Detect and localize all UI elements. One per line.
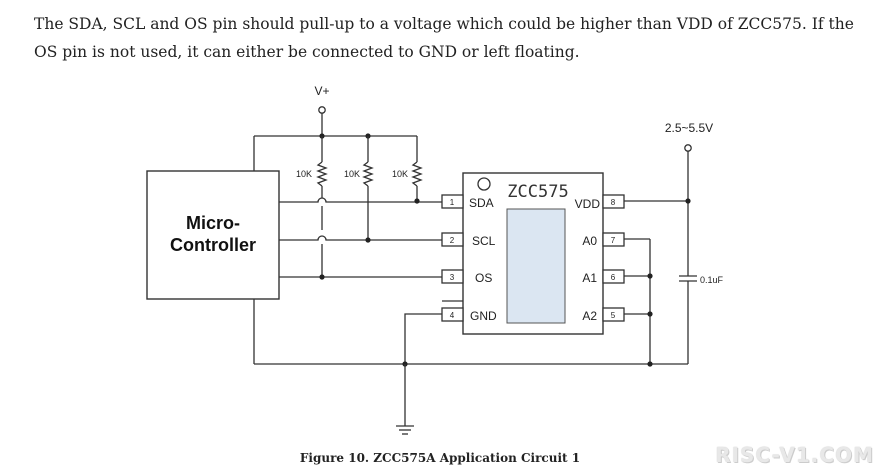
pin-scl: 2 SCL (441, 232, 496, 248)
pin-sda: 1 SDA (441, 194, 494, 210)
svg-text:A1: A1 (582, 271, 597, 285)
microcontroller-label-line1: Micro- (186, 213, 240, 233)
pin-gnd: 4 GND (441, 307, 497, 323)
svg-text:GND: GND (470, 309, 497, 323)
pin-a0: 7 A0 (582, 232, 625, 248)
svg-text:SCL: SCL (472, 234, 496, 248)
microcontroller-block (146, 170, 280, 300)
pin-a1: 6 A1 (582, 269, 625, 285)
pin1-marker (477, 177, 491, 191)
gnd-pin-wire (404, 313, 442, 364)
svg-text:VDD: VDD (575, 197, 601, 211)
ground-symbol (396, 425, 414, 435)
svg-text:A2: A2 (582, 309, 597, 323)
vdd-terminal (684, 144, 692, 152)
resistor-2-label: 10K (344, 169, 360, 179)
svg-text:A0: A0 (582, 234, 597, 248)
svg-text:SDA: SDA (469, 196, 494, 210)
pin-a2: 5 A2 (582, 307, 625, 323)
svg-text:7: 7 (611, 236, 616, 245)
scl-wire (279, 235, 442, 241)
svg-text:2: 2 (450, 236, 455, 245)
supply-label: V+ (314, 84, 329, 98)
svg-text:5: 5 (611, 311, 616, 320)
sda-wire (279, 197, 442, 203)
watermark: RISC-V1.COM (715, 443, 874, 467)
pin-vdd: 8 VDD (575, 194, 625, 211)
supply-terminal (318, 106, 326, 114)
description-paragraph: The SDA, SCL and OS pin should pull-up t… (34, 15, 854, 61)
resistor-3-label: 10K (392, 169, 408, 179)
resistor-1-label: 10K (296, 169, 312, 179)
capacitor-label: 0.1uF (700, 275, 724, 285)
resistor-1 (316, 161, 328, 187)
chip-name: ZCC575 (507, 182, 568, 202)
svg-text:6: 6 (611, 273, 616, 282)
chip-body (462, 172, 604, 335)
pin-os: 3 OS (441, 269, 492, 285)
svg-text:1: 1 (450, 198, 455, 207)
resistor-2 (362, 161, 374, 187)
microcontroller-label-line2: Controller (170, 235, 256, 255)
svg-text:3: 3 (450, 273, 455, 282)
chip-die-pad (506, 208, 566, 324)
svg-text:4: 4 (450, 311, 455, 320)
svg-text:OS: OS (475, 271, 492, 285)
vdd-range-label: 2.5~5.5V (665, 121, 713, 135)
figure-caption: Figure 10. ZCC575A Application Circuit 1 (299, 451, 581, 465)
svg-text:8: 8 (611, 198, 616, 207)
resistor-3 (411, 161, 423, 187)
